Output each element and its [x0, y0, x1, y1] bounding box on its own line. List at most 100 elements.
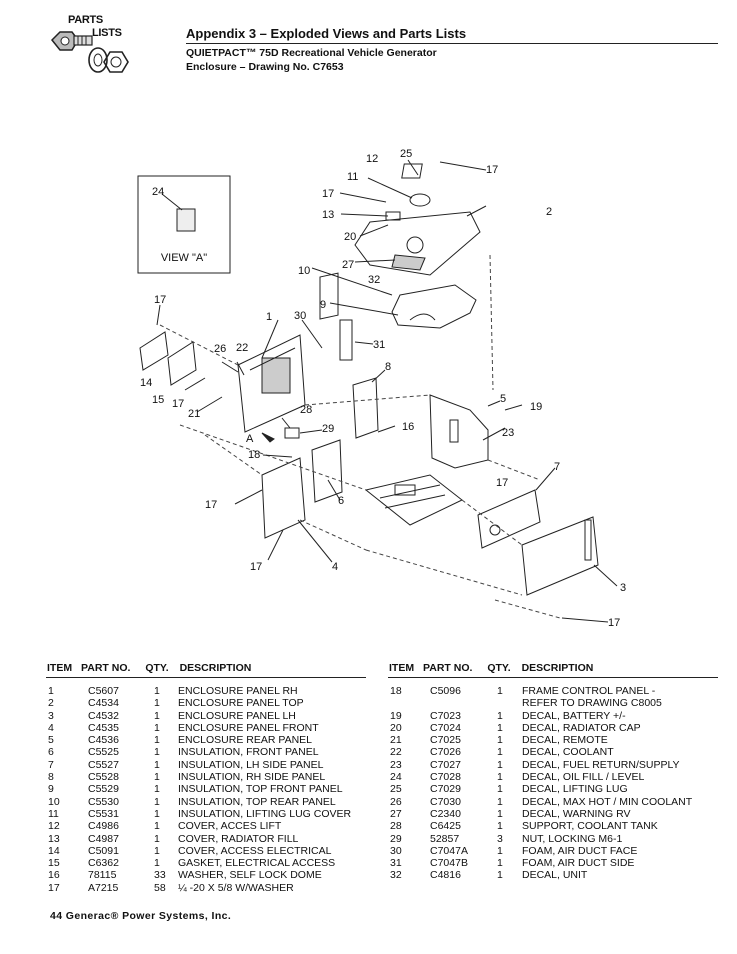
base-frame: [364, 474, 463, 526]
callout-32: 32: [368, 274, 380, 286]
cell-desc: DECAL, OIL FILL / LEVEL: [522, 771, 645, 784]
insulation-lh: [477, 489, 541, 549]
nut-bolt-icon: [50, 31, 129, 73]
page-subtitle-model: QUIETPACT™ 75D Recreational Vehicle Gene…: [186, 47, 437, 59]
cell-desc: DECAL, RADIATOR CAP: [522, 721, 641, 734]
decal-oil-fill: [176, 208, 196, 232]
table-left-rule: [46, 677, 366, 678]
cell-qty: 1: [497, 857, 503, 870]
cell-item: 23: [390, 758, 402, 771]
cell-item: 18: [390, 685, 402, 697]
cell-item: 4: [48, 721, 54, 734]
cell-desc: ENCLOSURE PANEL TOP: [178, 697, 304, 710]
callout-17: 17: [154, 294, 166, 306]
callout-17: 17: [486, 164, 498, 176]
cell-qty: 33: [154, 869, 166, 882]
callout-30: 30: [294, 310, 306, 322]
cell-qty: 1: [154, 771, 160, 784]
cell-desc: COVER, ACCES LIFT: [178, 820, 282, 833]
cell-desc: ENCLOSURE PANEL FRONT: [178, 721, 319, 734]
cell-item: 27: [390, 807, 402, 820]
cell-qty: 1: [154, 734, 160, 747]
cell-desc: FOAM, AIR DUCT SIDE: [522, 857, 635, 870]
col-qty: QTY.: [145, 662, 169, 674]
cell-part: C7025: [430, 734, 461, 747]
cell-part: C4532: [88, 709, 119, 722]
cell-qty: 1: [154, 758, 160, 771]
cell-qty: 1: [154, 832, 160, 845]
cell-part: C5529: [88, 783, 119, 796]
cell-desc: DECAL, WARNING RV: [522, 807, 631, 820]
callout-15: 15: [152, 394, 164, 406]
header-divider: [186, 43, 718, 44]
cell-item: 14: [48, 844, 60, 857]
callout-16: 16: [402, 421, 414, 433]
callout-24: 24: [152, 186, 164, 198]
cell-qty: 1: [497, 844, 503, 857]
panel-rear: [429, 394, 489, 469]
cell-qty: 1: [497, 709, 503, 722]
cell-qty: 3: [497, 832, 503, 845]
cell-part: C7029: [430, 783, 461, 796]
cell-part: C2340: [430, 807, 461, 820]
callout-10: 10: [298, 265, 310, 277]
cell-desc: FOAM, AIR DUCT FACE: [522, 844, 638, 857]
cell-part: C4534: [88, 697, 119, 710]
cell-item: 9: [48, 783, 54, 796]
cell-desc: INSULATION, LH SIDE PANEL: [178, 758, 324, 771]
cell-qty: 1: [154, 807, 160, 820]
cell-desc: WASHER, SELF LOCK DOME: [178, 869, 322, 882]
callout-17: 17: [250, 561, 262, 573]
cell-desc: INSULATION, TOP FRONT PANEL: [178, 783, 343, 796]
callout-21: 21: [188, 408, 200, 420]
page-title: Appendix 3 – Exploded Views and Parts Li…: [186, 26, 467, 41]
cell-item: 10: [48, 795, 60, 808]
col-qty: QTY.: [487, 662, 511, 674]
panel-lh: [521, 516, 599, 596]
cell-desc: DECAL, COOLANT: [522, 746, 614, 759]
cell-desc: NUT, LOCKING M6-1: [522, 832, 623, 845]
cell-qty: 1: [497, 685, 503, 697]
cell-item: 5: [48, 734, 54, 747]
callout-18: 18: [248, 449, 260, 461]
cell-part: C7027: [430, 758, 461, 771]
cell-qty: 1: [154, 746, 160, 759]
cell-desc: REFER TO DRAWING C8005: [522, 697, 662, 710]
cell-item: 12: [48, 820, 60, 833]
cell-part: C7026: [430, 746, 461, 759]
cell-qty: 1: [154, 697, 160, 710]
top-panel: [354, 211, 481, 276]
cell-part: C4816: [430, 869, 461, 882]
cell-qty: 1: [154, 820, 160, 833]
callout-13: 13: [322, 209, 334, 221]
cell-part: C5530: [88, 795, 119, 808]
col-item: ITEM: [389, 662, 415, 674]
cell-desc: DECAL, MAX HOT / MIN COOLANT: [522, 795, 693, 808]
cell-item: 31: [390, 857, 402, 870]
callout-9: 9: [320, 299, 326, 311]
cell-qty: 1: [154, 721, 160, 734]
cell-desc: FRAME CONTROL PANEL -: [522, 685, 656, 697]
cell-desc: ENCLOSURE PANEL RH: [178, 685, 298, 697]
callout-29: 29: [322, 423, 334, 435]
callout-12: 12: [366, 153, 378, 165]
cell-part: C7028: [430, 771, 461, 784]
cell-part: C7047A: [430, 844, 468, 857]
cell-item: 22: [390, 746, 402, 759]
callout-17: 17: [496, 477, 508, 489]
